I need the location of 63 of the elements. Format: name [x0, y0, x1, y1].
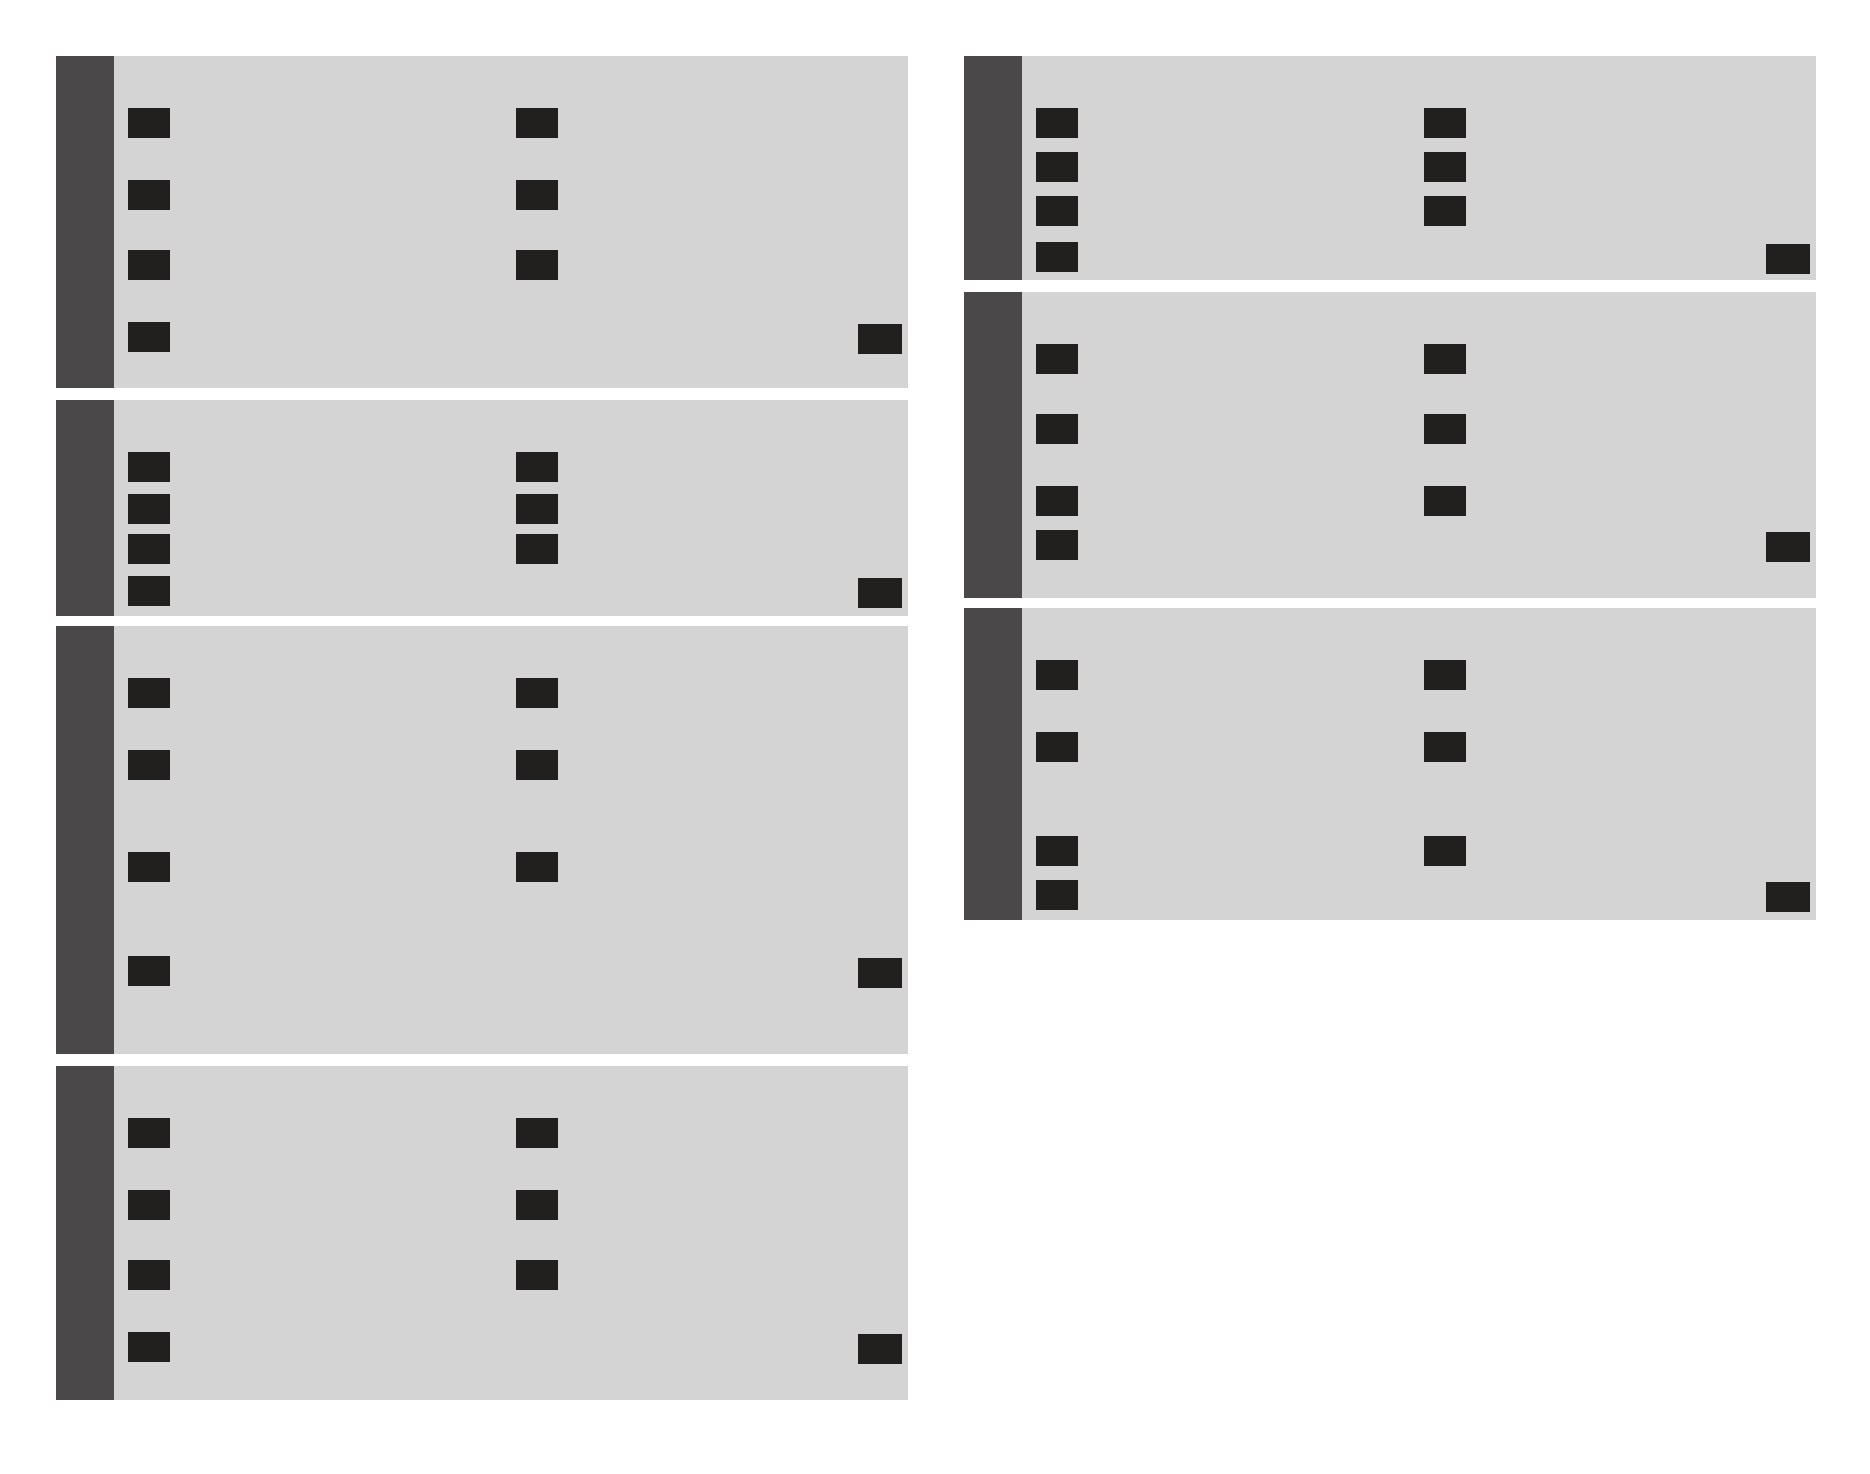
panel — [56, 626, 908, 1054]
marker-block — [1036, 880, 1078, 910]
marker-block — [128, 534, 170, 564]
marker-block — [1424, 836, 1466, 866]
marker-block — [1766, 882, 1810, 912]
panel — [964, 608, 1816, 920]
marker-block — [1036, 836, 1078, 866]
panel — [56, 1066, 908, 1400]
marker-block — [858, 1334, 902, 1364]
marker-block — [128, 322, 170, 352]
marker-block — [1036, 660, 1078, 690]
marker-block — [516, 750, 558, 780]
marker-block — [516, 1118, 558, 1148]
marker-block — [1424, 196, 1466, 226]
marker-block — [128, 452, 170, 482]
marker-block — [1036, 486, 1078, 516]
marker-block — [1424, 108, 1466, 138]
marker-block — [516, 678, 558, 708]
marker-block — [128, 1332, 170, 1362]
marker-block — [516, 180, 558, 210]
marker-block — [128, 250, 170, 280]
marker-block — [128, 678, 170, 708]
marker-block — [128, 576, 170, 606]
marker-block — [128, 494, 170, 524]
marker-block — [516, 852, 558, 882]
marker-block — [128, 180, 170, 210]
marker-block — [1766, 244, 1810, 274]
panel — [964, 292, 1816, 598]
marker-block — [516, 108, 558, 138]
marker-block — [128, 1118, 170, 1148]
marker-block — [1424, 344, 1466, 374]
marker-block — [128, 108, 170, 138]
marker-block — [516, 452, 558, 482]
marker-block — [1424, 486, 1466, 516]
marker-block — [128, 1190, 170, 1220]
panel — [56, 400, 908, 616]
marker-block — [1036, 152, 1078, 182]
marker-block — [516, 1190, 558, 1220]
marker-block — [1424, 414, 1466, 444]
marker-block — [128, 1260, 170, 1290]
panel — [56, 56, 908, 388]
marker-block — [858, 958, 902, 988]
marker-block — [1036, 530, 1078, 560]
marker-block — [858, 324, 902, 354]
marker-block — [1036, 414, 1078, 444]
marker-block — [516, 1260, 558, 1290]
marker-block — [1424, 152, 1466, 182]
marker-block — [128, 852, 170, 882]
marker-block — [128, 750, 170, 780]
marker-block — [858, 578, 902, 608]
panel — [964, 56, 1816, 280]
marker-block — [1036, 242, 1078, 272]
marker-block — [516, 494, 558, 524]
marker-block — [1424, 732, 1466, 762]
marker-block — [1036, 108, 1078, 138]
marker-block — [1036, 732, 1078, 762]
marker-block — [516, 534, 558, 564]
marker-block — [1036, 344, 1078, 374]
marker-block — [516, 250, 558, 280]
marker-block — [1424, 660, 1466, 690]
marker-block — [1036, 196, 1078, 226]
marker-block — [1766, 532, 1810, 562]
marker-block — [128, 956, 170, 986]
